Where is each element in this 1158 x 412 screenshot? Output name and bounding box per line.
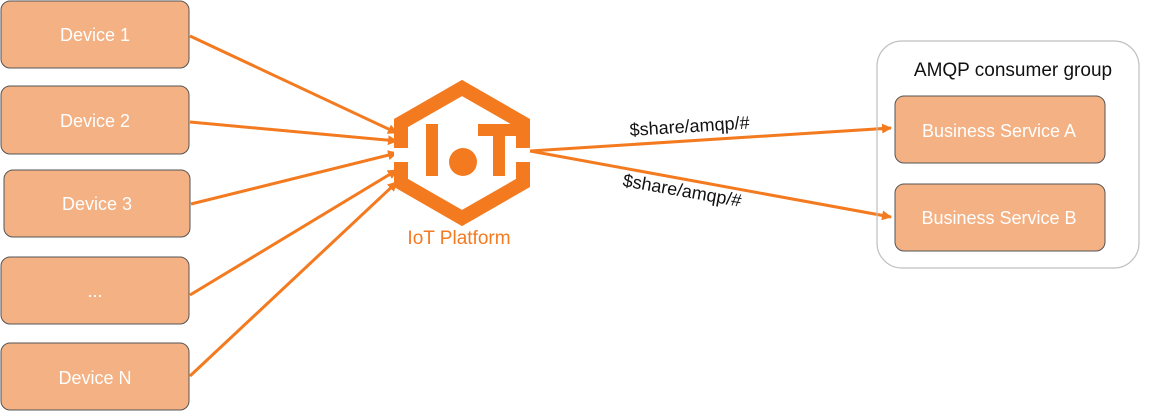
service-label: Business Service A xyxy=(922,121,1076,141)
logo-i-stem xyxy=(426,124,438,176)
amqp-consumer-group: AMQP consumer group Business Service A B… xyxy=(876,40,1140,269)
hexagon-outline xyxy=(394,79,530,227)
device-box xyxy=(0,0,190,69)
device-3: Device 3 xyxy=(3,169,191,238)
iot-platform-label: IoT Platform xyxy=(407,228,510,249)
device-label: Device 2 xyxy=(60,111,130,131)
service-box xyxy=(894,183,1106,252)
arrow-device-3 xyxy=(190,150,398,206)
device-ellipsis: ... xyxy=(0,256,190,325)
device-box xyxy=(3,169,191,238)
device-label: Device N xyxy=(58,368,131,388)
device-box xyxy=(0,342,190,411)
logo-t-stem xyxy=(493,124,505,176)
arrow-to-service-a xyxy=(529,123,892,153)
device-1: Device 1 xyxy=(0,0,190,69)
arrow-device-1 xyxy=(189,34,398,135)
device-box xyxy=(0,85,190,155)
device-arrows xyxy=(188,34,399,378)
topic-label-b: $share/amqp/# xyxy=(621,170,743,211)
arrow-device-ellipsis xyxy=(189,168,398,297)
service-arrows xyxy=(529,123,892,221)
logo-gap-right xyxy=(514,148,530,162)
iot-logo-icon xyxy=(394,79,530,227)
device-2: Device 2 xyxy=(0,85,190,155)
service-box xyxy=(894,95,1106,164)
business-service-b: Business Service B xyxy=(894,183,1106,252)
arrow-device-2 xyxy=(189,120,398,146)
device-label: ... xyxy=(87,281,102,301)
topic-label-a: $share/amqp/# xyxy=(629,112,750,140)
device-n: Device N xyxy=(0,342,190,411)
logo-o-dot xyxy=(449,148,477,176)
consumer-group-frame xyxy=(876,40,1140,269)
service-label: Business Service B xyxy=(921,208,1076,228)
device-label: Device 1 xyxy=(60,25,130,45)
device-box xyxy=(0,256,190,325)
consumer-group-title: AMQP consumer group xyxy=(914,60,1112,81)
logo-gap-left xyxy=(394,148,410,162)
business-service-a: Business Service A xyxy=(894,95,1106,164)
arrow-device-n xyxy=(188,180,399,378)
arrow-to-service-b xyxy=(529,149,892,221)
device-label: Device 3 xyxy=(62,194,132,214)
